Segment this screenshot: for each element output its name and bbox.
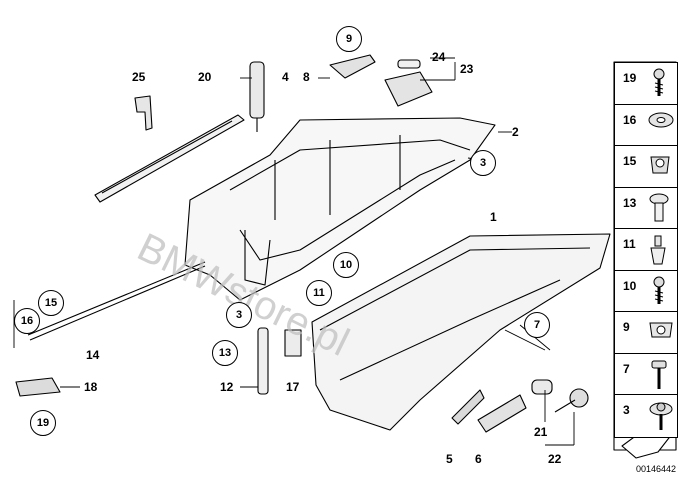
clip-part-18 — [15, 377, 61, 397]
rail-part-20 — [94, 114, 245, 203]
callout-part-3-lower: 3 — [226, 302, 252, 328]
fastener-number: 15 — [623, 154, 637, 168]
plug-icon — [647, 234, 669, 271]
fastener-number: 19 — [623, 71, 637, 85]
bolt-icon — [647, 359, 671, 396]
glovebox-part-1 — [311, 233, 611, 431]
cylinder-part-21 — [531, 379, 553, 395]
callout-part-10: 10 — [333, 252, 359, 278]
bracket-part-25 — [134, 95, 153, 131]
fastener-cell-11: 11 — [614, 228, 678, 272]
fastener-number: 3 — [623, 403, 630, 417]
label-part-5: 5 — [446, 452, 453, 466]
fastener-cell-15: 15 — [614, 145, 678, 189]
lamp-part-23 — [384, 59, 433, 107]
sheet-nut-icon — [647, 317, 675, 348]
label-part-6: 6 — [475, 452, 482, 466]
fastener-number: 10 — [623, 278, 637, 293]
label-part-20: 20 — [198, 70, 212, 84]
callout-part-3-upper: 3 — [470, 150, 496, 176]
label-part-21: 21 — [534, 425, 548, 439]
fastener-number: 13 — [623, 195, 637, 210]
fastener-number: 11 — [623, 237, 636, 251]
nut-part-8 — [329, 54, 376, 79]
label-part-4: 4 — [282, 70, 289, 84]
cap-part-17 — [284, 329, 302, 357]
callout-part-15: 15 — [38, 290, 64, 316]
callout-part-19: 19 — [30, 410, 56, 436]
callout-part-9: 9 — [336, 26, 362, 52]
fastener-cell-19: 19 — [614, 62, 678, 106]
callout-part-16: 16 — [14, 308, 40, 334]
label-part-12: 12 — [220, 380, 234, 394]
expanding-rivet-icon — [647, 193, 671, 230]
fastener-cell-16: 16 — [614, 103, 678, 147]
document-number: 00146442 — [635, 464, 676, 474]
callout-part-7: 7 — [524, 312, 550, 338]
label-part-22: 22 — [548, 452, 562, 466]
fastener-number: 7 — [623, 361, 630, 376]
label-part-1: 1 — [490, 210, 497, 224]
label-part-23: 23 — [460, 62, 474, 76]
leader-lines — [13, 57, 575, 446]
washer-icon — [647, 110, 675, 135]
key-part-22 — [554, 388, 589, 413]
washer-screw-icon — [647, 400, 675, 437]
housing-frame — [184, 117, 496, 301]
fastener-cell-10: 10 — [614, 269, 678, 313]
fastener-cell-13: 13 — [614, 186, 678, 230]
callout-part-13: 13 — [212, 340, 238, 366]
label-part-8: 8 — [303, 70, 310, 84]
clip-nut-icon — [647, 151, 673, 184]
fastener-number: 16 — [623, 112, 637, 127]
callout-part-11: 11 — [306, 280, 332, 306]
screw-icon — [647, 68, 671, 103]
damper-part-4 — [249, 61, 265, 132]
fastener-cell-9: 9 — [614, 311, 678, 355]
label-part-24: 24 — [432, 50, 446, 64]
label-part-18: 18 — [84, 380, 98, 394]
label-part-17: 17 — [286, 380, 300, 394]
strap-part-12 — [257, 327, 269, 395]
label-part-2: 2 — [512, 125, 519, 139]
lock-part-5 — [451, 389, 485, 425]
fastener-number: 9 — [623, 320, 630, 334]
fastener-cell-7: 7 — [614, 352, 678, 396]
screw-icon — [647, 276, 671, 311]
label-part-14: 14 — [86, 348, 100, 362]
label-part-25: 25 — [132, 70, 146, 84]
lock-part-6 — [477, 394, 527, 433]
fastener-cell-3: 3 — [614, 394, 678, 438]
rod-part-14 — [27, 261, 206, 341]
